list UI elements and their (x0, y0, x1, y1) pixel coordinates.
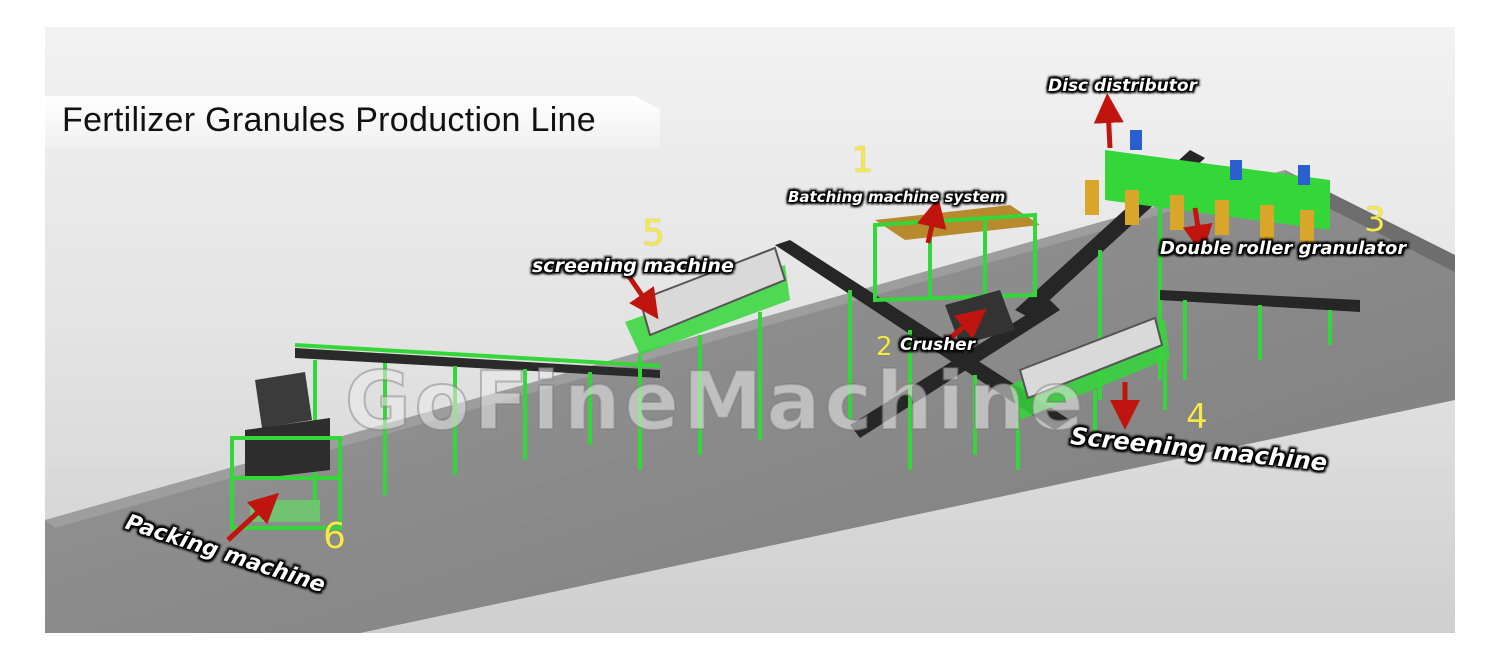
cross-conveyors (775, 150, 1205, 470)
arrow-packing (226, 492, 280, 542)
arrow-crusher (948, 308, 987, 340)
label-crusher: Crusher (900, 335, 976, 355)
granulator-model (1085, 130, 1360, 380)
pointer-arrows (226, 93, 1213, 542)
watermark: GoFineMachine (344, 354, 1088, 449)
title-banner (45, 96, 660, 148)
number-5: 5 (642, 213, 665, 254)
arrow-batching (917, 197, 947, 244)
page-title: Fertilizer Granules Production Line (62, 101, 596, 139)
arrow-screening-5 (625, 273, 659, 320)
label-screening-machine-5: screening machine (532, 255, 734, 277)
number-4: 4 (1186, 397, 1208, 437)
label-disc-distributor: Disc distributor (1048, 76, 1197, 96)
number-3: 3 (1364, 200, 1386, 240)
label-double-roller-granulator: Double roller granulator (1160, 238, 1407, 259)
number-2: 2 (876, 332, 893, 362)
number-1: 1 (851, 140, 874, 181)
arrow-double-roller (1182, 207, 1213, 255)
number-6: 6 (323, 516, 346, 557)
arrow-disc-distributor (1093, 93, 1124, 149)
screening-machine-4-model (1010, 316, 1170, 470)
screening-machine-5-model (625, 246, 790, 470)
packing-machine-model (230, 372, 342, 530)
label-batching-machine: Batching machine system (788, 188, 1006, 206)
